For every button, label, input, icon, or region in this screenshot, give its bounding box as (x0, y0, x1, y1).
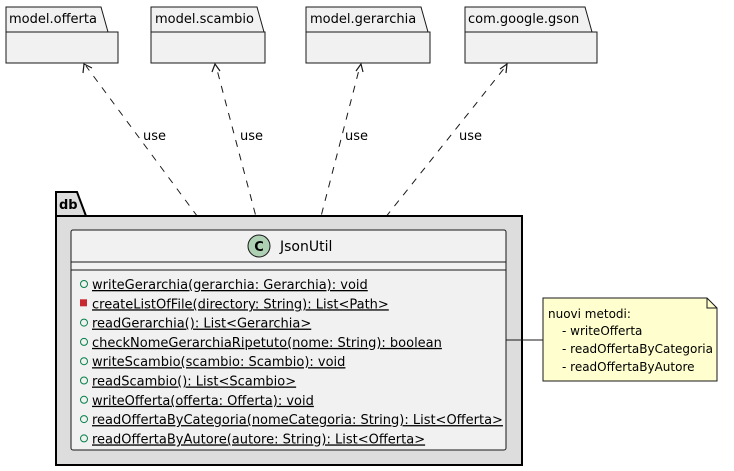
method-row: writeGerarchia(gerarchia: Gerarchia): vo… (80, 278, 368, 293)
method-row: readOffertaByAutore(autore: String): Lis… (80, 432, 425, 447)
method-row: readScambio(): List<Scambio> (80, 375, 296, 390)
public-visibility-icon (80, 318, 88, 327)
method-signature: writeScambio(scambio: Scambio): void (92, 355, 345, 370)
public-visibility-icon (80, 376, 88, 385)
dependency-gson: use (376, 62, 508, 229)
package-name: model.gerarchia (310, 12, 416, 27)
method-signature: writeGerarchia(gerarchia: Gerarchia): vo… (92, 278, 368, 293)
dependency-scambio: use (211, 62, 263, 229)
package-model-gerarchia: model.gerarchia (305, 6, 431, 64)
method-list: writeGerarchia(gerarchia: Gerarchia): vo… (80, 278, 503, 447)
method-signature: readScambio(): List<Scambio> (92, 375, 296, 390)
dependency-label: use (345, 129, 368, 144)
note-line: - writeOfferta (562, 324, 642, 338)
public-visibility-icon (80, 434, 88, 443)
dependency-label: use (143, 129, 166, 144)
dependency-label: use (240, 129, 263, 144)
package-model-offerta: model.offerta (5, 6, 119, 64)
method-row: writeOfferta(offerta: Offerta): void (80, 394, 314, 409)
dependency-label: use (459, 129, 482, 144)
class-icon (247, 234, 271, 258)
method-row: writeScambio(scambio: Scambio): void (80, 355, 345, 370)
package-model-scambio: model.scambio (150, 6, 266, 64)
public-visibility-icon (80, 395, 88, 404)
note: nuovi metodi: - writeOfferta - readOffer… (542, 297, 718, 382)
method-signature: readOffertaByAutore(autore: String): Lis… (92, 432, 425, 447)
method-signature: createListOfFile(directory: String): Lis… (92, 297, 389, 312)
note-line: - readOffertaByCategoria (562, 342, 713, 356)
class-icon-letter: C (254, 240, 264, 255)
package-name: model.offerta (9, 12, 97, 27)
note-line: - readOffertaByAutore (562, 360, 695, 374)
dependency-gerarchia: use (317, 62, 368, 229)
method-signature: writeOfferta(offerta: Offerta): void (92, 394, 314, 409)
private-visibility-icon (80, 299, 87, 307)
public-visibility-icon (80, 357, 88, 366)
package-name: com.google.gson (468, 12, 579, 27)
package-com-google-gson: com.google.gson (464, 6, 598, 64)
method-signature: readGerarchia(): List<Gerarchia> (92, 317, 311, 332)
package-name: model.scambio (155, 12, 254, 27)
method-signature: readOffertaByCategoria(nomeCategoria: St… (92, 413, 503, 428)
method-row: readGerarchia(): List<Gerarchia> (80, 317, 311, 332)
class-jsonutil: C JsonUtil writeGerarchia(gerarchia: Ger… (70, 229, 507, 451)
public-visibility-icon (80, 337, 88, 346)
dependency-offerta: use (82, 63, 207, 229)
class-name: JsonUtil (279, 239, 332, 255)
note-line: nuovi metodi: (548, 307, 631, 321)
method-row: createListOfFile(directory: String): Lis… (80, 297, 389, 312)
public-visibility-icon (80, 280, 88, 288)
method-row: readOffertaByCategoria(nomeCategoria: St… (80, 413, 503, 428)
method-row: checkNomeGerarchiaRipetuto(nome: String)… (80, 336, 442, 351)
public-visibility-icon (80, 415, 88, 424)
package-name: db (59, 198, 78, 213)
method-signature: checkNomeGerarchiaRipetuto(nome: String)… (92, 336, 442, 351)
